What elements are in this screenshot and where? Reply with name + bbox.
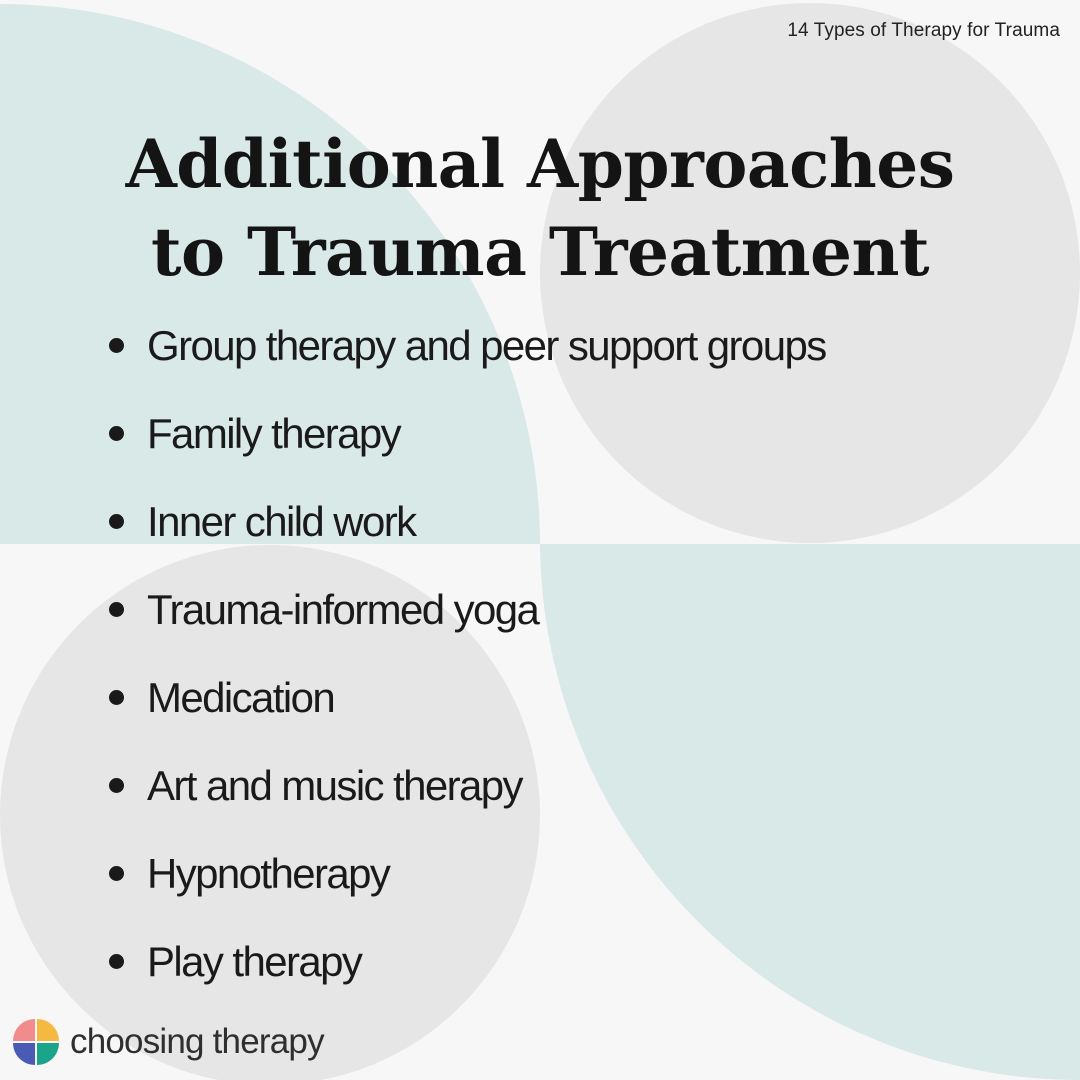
list-item: Family therapy (105, 404, 826, 492)
list-item: Hypnotherapy (105, 844, 826, 932)
list-item-label: Art and music therapy (147, 762, 524, 809)
bullet-icon (109, 426, 124, 441)
bullet-icon (109, 690, 124, 705)
list-item-label: Inner child work (147, 498, 417, 545)
gray-circle-bottom-left (0, 545, 540, 1080)
list-item: Group therapy and peer support groups (105, 316, 827, 404)
list-item: Inner child work (105, 492, 826, 580)
bullet-icon (109, 514, 124, 529)
list-item-label: Medication (147, 674, 336, 721)
list-item: Trauma-informed yoga (105, 580, 826, 668)
gray-circle-top-right (540, 3, 1080, 543)
list-item-label: Trauma-informed yoga (147, 586, 540, 633)
page-title-line-2: to Trauma Treatment (150, 213, 930, 291)
bullet-icon (109, 338, 124, 353)
bullet-icon (109, 866, 124, 881)
mint-quarter-circle-top (0, 4, 540, 544)
list-item: Medication (105, 668, 826, 756)
brand-name: choosing therapy (70, 1022, 325, 1061)
brand-logo: choosing therapy (11, 1016, 325, 1068)
list-item-label: Family therapy (147, 410, 402, 457)
page-title-line-1: Additional Approaches (125, 125, 955, 203)
list-item-label: Play therapy (147, 938, 363, 985)
series-caption: 14 Types of Therapy for Trauma (787, 20, 1060, 41)
bullet-icon (109, 954, 124, 969)
list-item: Art and music therapy (105, 756, 826, 844)
list-item-label: Hypnotherapy (147, 850, 391, 897)
mint-quarter-circle-bottom (540, 544, 1080, 1080)
bullet-icon (109, 778, 124, 793)
approaches-list: Group therapy and peer support groups Fa… (105, 316, 827, 1020)
list-item: Play therapy (105, 932, 826, 1020)
list-item-label: Group therapy and peer support groups (147, 322, 827, 369)
page-title: Additional Approaches to Trauma Treatmen… (0, 120, 1080, 296)
four-petal-logo-icon (13, 1019, 59, 1065)
bullet-icon (109, 602, 124, 617)
